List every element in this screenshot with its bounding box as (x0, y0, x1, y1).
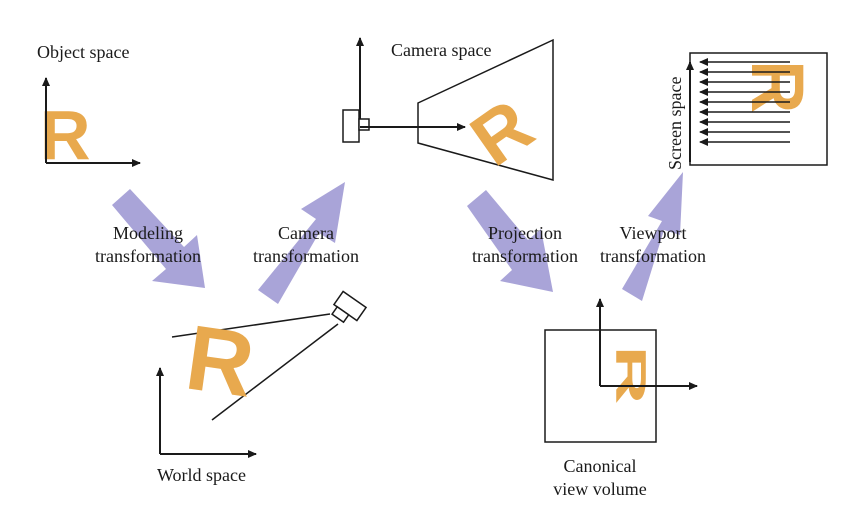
screen-r-glyph: R (736, 60, 819, 113)
viewport-label-line1: Viewport (620, 223, 687, 243)
modeling-transformation-arrow (112, 189, 205, 288)
object-space-panel: Object space R (37, 42, 141, 174)
world-space-panel: R World space (156, 290, 368, 485)
canonical-label-line2: view volume (553, 479, 646, 499)
canonical-r-glyph: R (608, 345, 656, 404)
world-r-glyph-group: R (180, 307, 260, 417)
viewport-transformation-arrow (622, 172, 683, 301)
projection-label-line2: transformation (472, 246, 578, 266)
camera-transformation-arrow (258, 182, 345, 304)
modeling-label-line1: Modeling (113, 223, 183, 243)
object-r-glyph: R (40, 96, 91, 174)
projection-label-line1: Projection (488, 223, 562, 243)
world-view-ray-top (171, 313, 331, 338)
world-r-glyph: R (180, 307, 260, 417)
camera-space-panel: Camera space R (342, 37, 554, 182)
camera-r-glyph: R (456, 83, 547, 182)
world-space-label: World space (157, 465, 246, 485)
camera-body-icon (342, 109, 360, 143)
world-view-ray-bottom (211, 323, 339, 421)
scanlines (699, 58, 790, 146)
view-frustum (417, 38, 554, 181)
object-space-label: Object space (37, 42, 129, 62)
canonical-r-glyph-group: R (608, 345, 656, 404)
screen-space-panel: R Screen space (665, 52, 828, 170)
modeling-label-line2: transformation (95, 246, 201, 266)
viewport-label-line2: transformation (600, 246, 706, 266)
camera-lens-icon (358, 118, 370, 131)
canonical-label-line1: Canonical (564, 456, 637, 476)
camera-transformation-label-line1: Camera (278, 223, 334, 243)
screen-r-glyph-group: R (736, 60, 819, 113)
camera-space-label: Camera space (391, 40, 491, 60)
world-camera-icon (331, 290, 368, 324)
camera-r-glyph-group: R (456, 83, 547, 182)
screen-space-label: Screen space (665, 77, 685, 170)
canonical-view-volume-panel: R Canonical view volume (544, 298, 698, 499)
projection-transformation-arrow (467, 190, 553, 292)
camera-transformation-label-line2: transformation (253, 246, 359, 266)
